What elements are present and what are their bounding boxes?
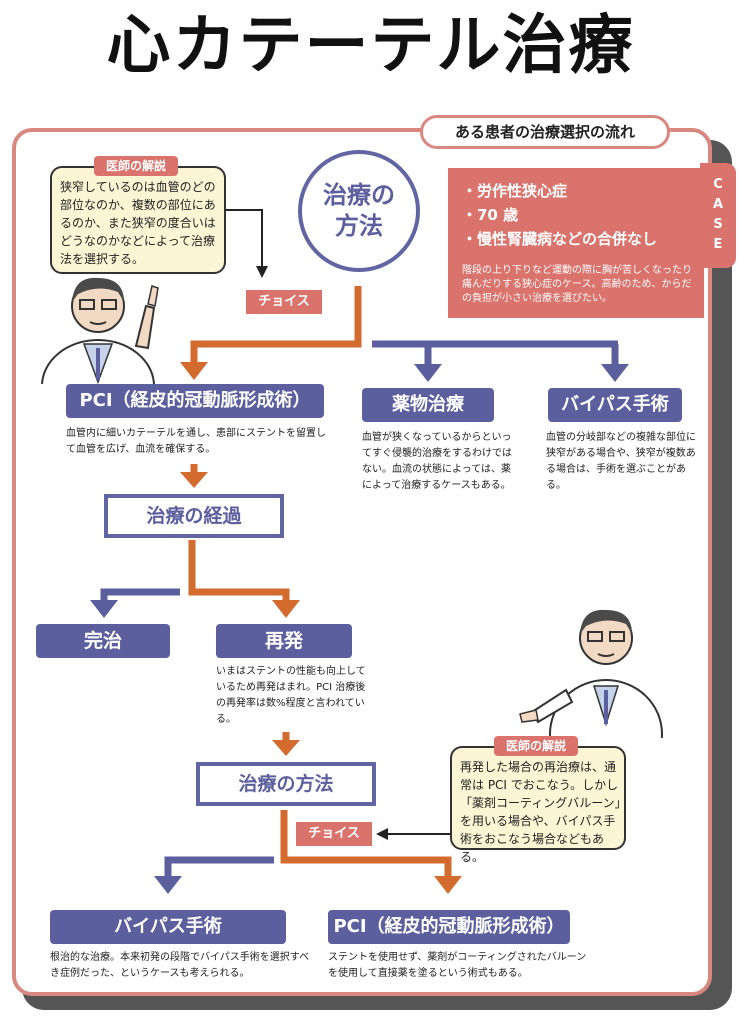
doctor-speech-bubble: 狭窄しているのは血管のどの 部位なのか、複数の部位にあ るのか、また狭窄の度合い… [50, 166, 226, 274]
arrow-head [414, 364, 442, 382]
desc-line: によって治療するケースもある。 [362, 480, 511, 491]
outcome-recurrence: 再発 [216, 624, 352, 658]
patient-condition: ・労作性狭心症 [462, 182, 568, 200]
bubble-line: 法を選択する。 [60, 252, 145, 266]
doctor-bubble-label: 医師の解説 [94, 156, 178, 176]
arrow-head [180, 472, 208, 488]
page-title: 心カテーテル治療 [106, 9, 635, 83]
bubble-line: 「薬剤コーティングバルーン」 [460, 796, 627, 810]
arrow-head [272, 600, 300, 618]
node-line: 治療の [323, 181, 395, 209]
arrow-head [376, 828, 388, 840]
bubble-line: 部位なのか、複数の部位にあ [60, 198, 216, 212]
patient-profile-box: ・労作性狭心症 ・70 歳 ・慢性腎臓病などの合併なし 階段の上り下りなど運動の… [448, 168, 704, 318]
outcome-cured: 完治 [36, 624, 170, 658]
patient-note: 階段の上り下りなど運動の際に胸が苦しくなったり痛んだりする狭心症のケース。高齢の… [462, 265, 692, 304]
arrow-head [90, 600, 118, 618]
desc-line: る。 [216, 714, 236, 725]
bubble-line: 常は PCI でおこなう。しかし [460, 778, 619, 792]
desc-line: を使用して直接薬を塗るという術式もある。 [328, 968, 528, 979]
option-pci-desc: 血管内に細いカテーテルを通し、患部にステントを留置し て血管を広げ、血流を確保す… [66, 426, 336, 458]
desc-line: ない。血流の状態によっては、薬 [362, 464, 511, 475]
arrow-head [256, 266, 268, 278]
treatment-progress-node: 治療の経過 [104, 494, 284, 538]
option-pci: PCI（経皮的冠動脈形成術） [66, 384, 324, 418]
flow-arrow-orange [190, 286, 362, 366]
case-letter: C [713, 177, 723, 192]
case-tab: C A S E [700, 163, 736, 268]
choice-label: チョイス [246, 290, 322, 314]
bubble-line: 再発した場合の再治療は、通 [460, 760, 617, 774]
desc-line: てすぐ侵襲的治療をするわけでは [362, 448, 512, 459]
option-bypass-desc: 血管の分岐部などの複雑な部位に 狭窄がある場合や、狭窄が複数あ る場合は、手術を… [546, 430, 698, 494]
desc-line: ステントを使用せず、薬剤がコーティングされたバルーン [328, 952, 587, 963]
flow-arrow-blue [164, 856, 274, 880]
desc-line: き症例だった、というケースも考えられる。 [50, 968, 250, 979]
desc-line: て血管を広げ、血流を確保する。 [66, 444, 216, 455]
doctor-speech-bubble: 再発した場合の再治療は、通 常は PCI でおこなう。しかし 「薬剤コーティング… [450, 746, 627, 864]
option-medication-desc: 血管が狭くなっているからといっ てすぐ侵襲的治療をするわけでは ない。血流の状態… [362, 430, 512, 494]
pointer-arrow [226, 209, 263, 270]
patient-condition: ・70 歳 [462, 206, 519, 224]
desc-line: 根治的な治療。本来初発の段階でバイパス手術を選択すべ [50, 952, 310, 963]
desc-line: 血管の分岐部などの複雑な部位に [546, 432, 696, 443]
desc-line: 血管が狭くなっているからといっ [362, 432, 512, 443]
panel-tab: ある患者の治療選択の流れ [420, 115, 670, 149]
desc-line: 血管内に細いカテーテルを通し、患部にステントを留置し [66, 428, 326, 439]
arrow-head [154, 876, 182, 894]
option-pci-second: PCI（経皮的冠動脈形成術） [328, 910, 570, 944]
option-bypass-second: バイパス手術 [50, 910, 286, 944]
desc-line: いるため再発はまれ。PCI 治療後 [216, 682, 366, 693]
option-bypass-second-desc: 根治的な治療。本来初発の段階でバイパス手術を選択すべ き症例だった、というケース… [50, 950, 330, 982]
desc-line: 狭窄がある場合や、狭窄が複数あ [546, 448, 696, 459]
arrow-head [272, 740, 300, 756]
flow-arrow-orange [280, 810, 452, 880]
choice-label: チョイス [296, 822, 372, 846]
bubble-line: を用いる場合や、バイパス手 [460, 814, 616, 828]
bubble-line: るのか、また狭窄の度合いは [60, 216, 216, 230]
bubble-line: どうなのかなどによって治療 [60, 234, 216, 248]
bubble-line: 狭窄しているのは血管のどの [60, 180, 216, 194]
doctor-bubble-label: 医師の解説 [494, 736, 578, 756]
node-line: 方法 [335, 212, 383, 240]
option-pci-second-desc: ステントを使用せず、薬剤がコーティングされたバルーン を使用して直接薬を塗るとい… [328, 950, 608, 982]
outcome-recurrence-desc: いまはステントの性能も向上して いるため再発はまれ。PCI 治療後 の再発率は数… [216, 664, 376, 728]
patient-condition: ・慢性腎臓病などの合併なし [462, 230, 658, 248]
desc-line: の再発率は数%程度と言われてい [216, 698, 365, 709]
bubble-line: 術をおこなう場合などもある。 [460, 832, 605, 864]
second-treatment-method-node: 治療の方法 [196, 762, 376, 806]
desc-line: いまはステントの性能も向上して [216, 666, 366, 677]
arrow-head [434, 876, 462, 894]
arrow-head [601, 364, 629, 382]
case-letter: E [713, 237, 723, 252]
case-letter: A [712, 197, 724, 212]
option-medication: 薬物治療 [362, 388, 494, 422]
case-letter: S [713, 217, 723, 232]
option-bypass: バイパス手術 [548, 388, 682, 422]
arrow-head [180, 362, 208, 380]
treatment-method-node: 治療の 方法 [298, 150, 420, 272]
doctor-pointing-icon [519, 609, 663, 738]
doctor-pointing-up-icon [41, 277, 159, 384]
flow-arrow-orange [188, 540, 290, 604]
desc-line: る場合は、手術を選ぶことがある。 [546, 464, 686, 491]
